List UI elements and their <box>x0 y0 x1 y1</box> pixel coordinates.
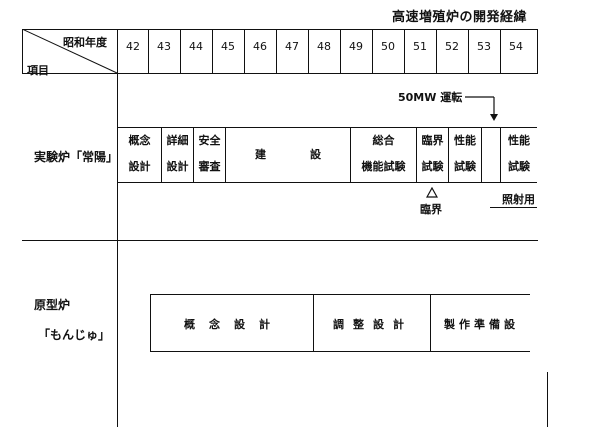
phase-performance-test-2: 性能 試験 <box>501 128 537 182</box>
year-separator <box>212 29 213 73</box>
phase-line: 審査 <box>198 160 221 173</box>
irradiation-line <box>490 207 537 208</box>
year-separator <box>148 29 149 73</box>
phase-concept-design: 概念 設計 <box>118 128 161 182</box>
year-label: 52 <box>445 40 459 53</box>
note-50mw-operation: 50MW 運転 <box>398 91 463 104</box>
year-label: 46 <box>253 40 267 53</box>
label-column-border <box>117 29 118 427</box>
year-label: 53 <box>477 40 491 53</box>
phase-safety-review: 安全 審査 <box>194 128 225 182</box>
monju-label-2: 「もんじゅ」 <box>38 328 111 342</box>
joyo-phase-divider <box>500 127 501 183</box>
phase-line: 機能試験 <box>361 160 406 173</box>
year-separator <box>308 29 309 73</box>
phase-line: 試験 <box>508 160 530 173</box>
phase-line: 概念 <box>128 134 151 147</box>
arrow-50mw <box>465 96 498 121</box>
year-separator <box>276 29 277 73</box>
monju-bar-left <box>150 294 151 352</box>
year-separator <box>468 29 469 73</box>
table-left-border <box>22 29 23 73</box>
joyo-phase-divider <box>225 127 226 183</box>
joyo-bar-bottom <box>117 182 537 183</box>
joyo-phase-divider <box>161 127 162 183</box>
header-item-label: 項目 <box>27 64 49 77</box>
joyo-phase-divider <box>416 127 417 183</box>
phase-performance-test: 性能 試験 <box>449 128 481 182</box>
year-label: 47 <box>285 40 299 53</box>
phase-line: 臨界 <box>421 134 444 147</box>
year-separator <box>500 29 501 73</box>
year-label: 50 <box>381 40 395 53</box>
phase-detailed-design: 詳細 設計 <box>162 128 193 182</box>
joyo-phase-divider <box>481 127 482 183</box>
header-bottom-border <box>22 73 538 74</box>
year-label: 45 <box>221 40 235 53</box>
year-label: 49 <box>349 40 363 53</box>
monju-phase-divider <box>430 294 431 352</box>
phase-line: 試験 <box>421 160 444 173</box>
joyo-phase-divider <box>448 127 449 183</box>
phase-line: 設計 <box>128 160 151 173</box>
monju-label-1: 原型炉 <box>34 298 71 312</box>
phase-line: 建 設 <box>255 148 321 161</box>
joyo-bar-top <box>117 127 537 128</box>
phase-line: 詳細 <box>166 134 189 147</box>
table-right-edge-lower <box>547 372 548 427</box>
monju-phase-adjustment-design: 調整設計 <box>333 318 413 331</box>
monju-bar-bottom <box>150 351 530 352</box>
year-label: 51 <box>413 40 427 53</box>
year-label: 44 <box>189 40 203 53</box>
joyo-phase-divider <box>193 127 194 183</box>
monju-phase-divider <box>313 294 314 352</box>
year-label: 54 <box>509 40 523 53</box>
year-separator <box>404 29 405 73</box>
criticality-triangle-icon <box>426 187 438 198</box>
phase-line: 安全 <box>198 134 221 147</box>
year-label: 43 <box>157 40 171 53</box>
year-separator <box>180 29 181 73</box>
phase-criticality-test: 臨界 試験 <box>417 128 448 182</box>
phase-line: 総合 <box>372 134 395 147</box>
year-label: 42 <box>126 40 140 53</box>
phase-line: 設計 <box>166 160 189 173</box>
phase-construction: 建 設 <box>226 128 350 182</box>
phase-line: 試験 <box>454 160 476 173</box>
joyo-phase-divider <box>350 127 351 183</box>
monju-bar-top <box>150 294 530 295</box>
year-separator <box>244 29 245 73</box>
note-criticality: 臨界 <box>420 203 442 216</box>
joyo-label: 実験炉「常陽」 <box>34 150 119 164</box>
section-divider <box>22 240 538 241</box>
year-separator <box>372 29 373 73</box>
phase-integrated-function-test: 総合 機能試験 <box>351 128 416 182</box>
year-separator <box>340 29 341 73</box>
year-separator <box>436 29 437 73</box>
page-title: 高速増殖炉の開発経緯 <box>392 10 528 25</box>
phase-line: 性能 <box>454 134 476 147</box>
table-top-border <box>22 29 538 30</box>
table-right-edge <box>537 29 538 73</box>
monju-phase-fabrication-prep: 製作準備設 <box>444 318 519 331</box>
note-irradiation: 照射用 <box>502 193 535 206</box>
header-era-label: 昭和年度 <box>63 36 107 49</box>
monju-phase-concept-design: 概念設計 <box>184 318 284 331</box>
header-diagonal <box>22 29 118 74</box>
year-label: 48 <box>317 40 331 53</box>
phase-line: 性能 <box>508 134 530 147</box>
